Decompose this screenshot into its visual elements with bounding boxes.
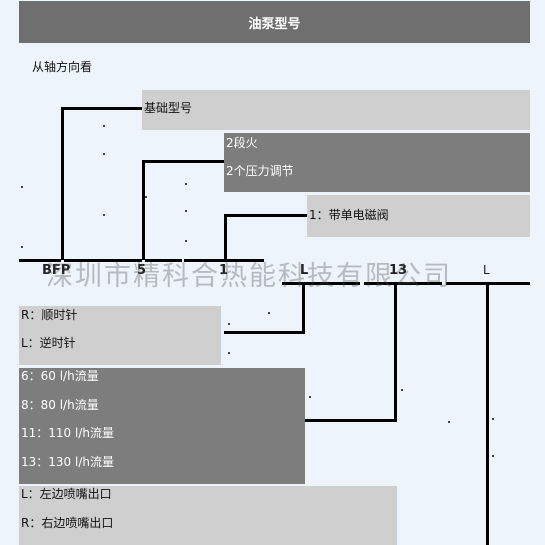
dot bbox=[145, 196, 147, 198]
dot bbox=[185, 210, 187, 212]
connector-stage-v bbox=[142, 160, 145, 260]
dot bbox=[228, 352, 230, 354]
baseline-seg-5 bbox=[282, 282, 360, 285]
stage-box: 2段火 2个压力调节 bbox=[224, 133, 530, 192]
dot bbox=[103, 153, 105, 155]
title-bar: 油泵型号 bbox=[19, 1, 530, 43]
page-title: 油泵型号 bbox=[248, 16, 301, 32]
connector-flow-h bbox=[305, 419, 397, 422]
base-model-label: 基础型号 bbox=[144, 101, 193, 115]
baseline-seg-4 bbox=[184, 259, 264, 262]
code-bfp: BFP bbox=[42, 263, 71, 278]
rotation-option-l: L：逆时针 bbox=[21, 336, 76, 350]
base-model-box: 基础型号 bbox=[142, 90, 530, 130]
stage-line-2: 2个压力调节 bbox=[226, 164, 294, 178]
flow-box: 6：60 l/h流量 8：80 l/h流量 11：110 l/h流量 13：13… bbox=[19, 368, 305, 484]
connector-solenoid-v bbox=[224, 214, 227, 260]
view-note: 从轴方向看 bbox=[32, 60, 93, 74]
dot bbox=[309, 396, 311, 398]
dot bbox=[21, 186, 23, 188]
connector-solenoid-h bbox=[224, 214, 307, 217]
dot bbox=[103, 125, 105, 127]
dot bbox=[185, 240, 187, 242]
dot bbox=[492, 418, 494, 420]
dot bbox=[103, 214, 105, 216]
dot bbox=[492, 455, 494, 457]
outlet-option-r: R：右边喷嘴出口 bbox=[21, 516, 114, 530]
dot bbox=[401, 389, 403, 391]
solenoid-box: 1：带单电磁阀 bbox=[307, 195, 530, 237]
connector-outlet-v bbox=[486, 282, 489, 545]
baseline-seg-6 bbox=[364, 282, 442, 285]
connector-base-h bbox=[61, 107, 142, 110]
code-solenoid: 1 bbox=[219, 263, 229, 278]
dot bbox=[448, 421, 450, 423]
outlet-box: L：左边喷嘴出口 R：右边喷嘴出口 bbox=[19, 486, 397, 545]
code-flow: 13 bbox=[389, 263, 408, 278]
dot bbox=[268, 312, 270, 314]
code-rotation: L bbox=[300, 263, 309, 278]
connector-rotation-h bbox=[224, 331, 305, 334]
connector-stage-h bbox=[142, 160, 224, 163]
solenoid-text: 1：带单电磁阀 bbox=[309, 208, 389, 222]
dot bbox=[228, 323, 230, 325]
flow-option-8: 8：80 l/h流量 bbox=[21, 398, 99, 412]
connector-base-v bbox=[61, 107, 64, 260]
rotation-box: R：顺时针 L：逆时针 bbox=[19, 306, 221, 365]
rotation-option-r: R：顺时针 bbox=[21, 308, 78, 322]
dot bbox=[21, 246, 23, 248]
dot bbox=[185, 183, 187, 185]
baseline-seg-3 bbox=[145, 259, 182, 262]
flow-option-11: 11：110 l/h流量 bbox=[21, 426, 114, 440]
code-stage: 5 bbox=[137, 263, 147, 278]
stage-line-1: 2段火 bbox=[226, 136, 258, 150]
flow-option-6: 6：60 l/h流量 bbox=[21, 369, 99, 383]
outlet-option-l: L：左边喷嘴出口 bbox=[21, 487, 112, 501]
connector-flow-v bbox=[394, 282, 397, 422]
baseline-seg-1 bbox=[19, 259, 61, 262]
connector-rotation-v bbox=[302, 282, 305, 334]
baseline-seg-2 bbox=[64, 259, 142, 262]
code-outlet: L bbox=[483, 263, 490, 277]
flow-option-13: 13：130 l/h流量 bbox=[21, 455, 114, 469]
